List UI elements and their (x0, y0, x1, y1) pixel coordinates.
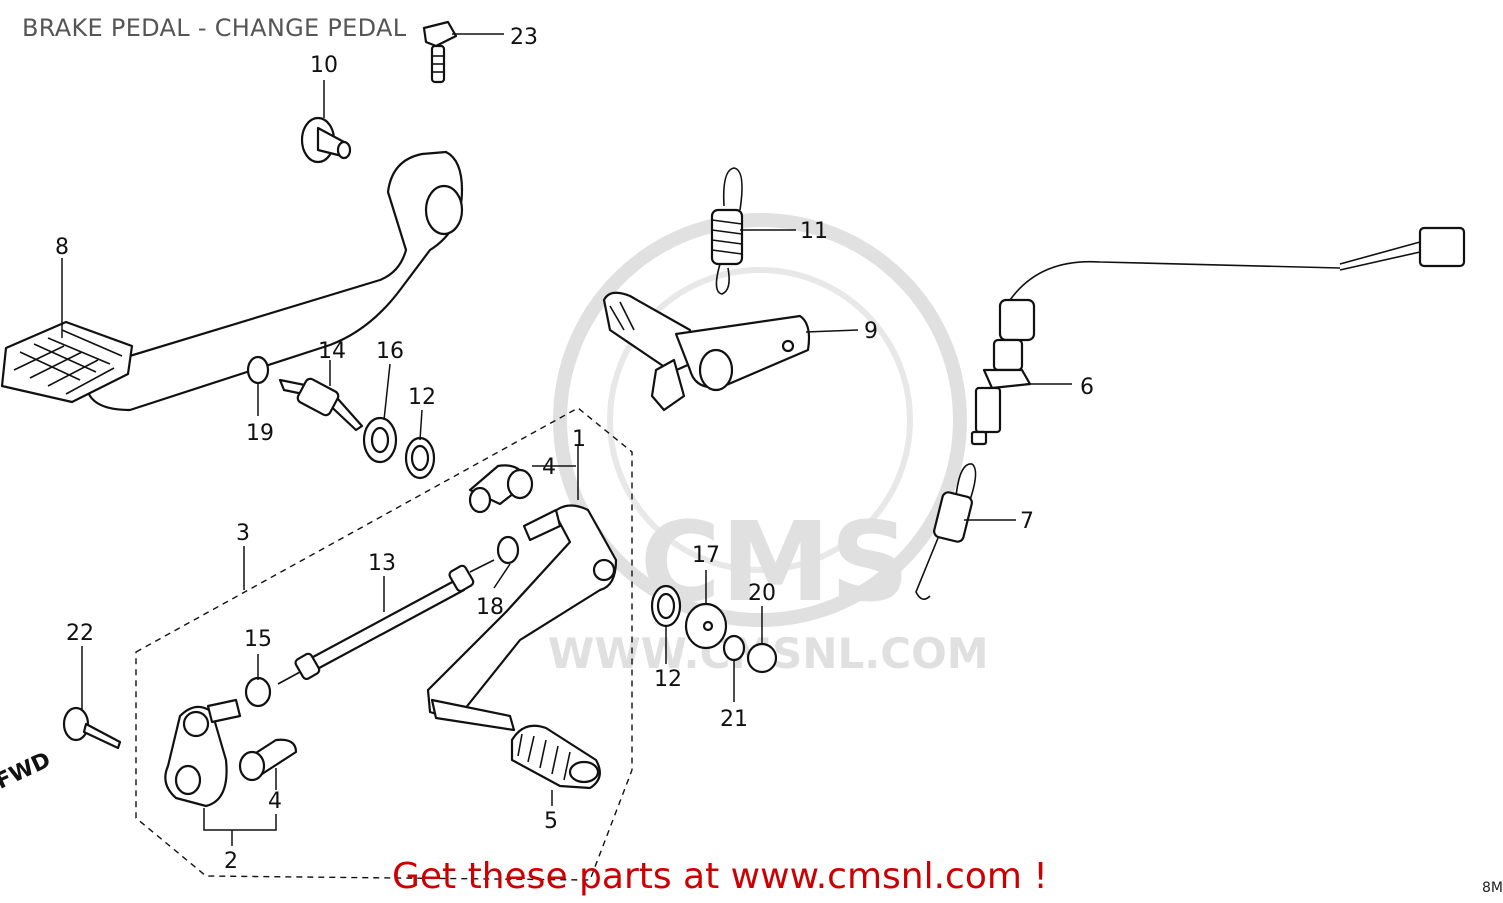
part-20-cap (746, 642, 778, 674)
part-12-washer-upper (404, 436, 436, 480)
part-1-change-pedal (426, 504, 618, 732)
page-title: BRAKE PEDAL - CHANGE PEDAL (22, 14, 407, 42)
callout-3: 3 (236, 521, 250, 546)
diagram-code: 8M (1482, 880, 1503, 896)
callout-11: 11 (800, 219, 828, 244)
part-22-bolt (62, 706, 122, 750)
callout-15: 15 (244, 627, 272, 652)
part-9-brake-arm (602, 291, 811, 412)
cms-watermark: CMS WWW.CMSNL.COM (548, 213, 989, 678)
callout-19: 19 (246, 421, 274, 446)
part-18-nut (496, 535, 520, 565)
part-4-joint-lower (238, 738, 298, 782)
part-8-brake-pedal (0, 150, 464, 412)
callout-7: 7 (1020, 509, 1034, 534)
callout-4-lower: 4 (268, 789, 282, 814)
part-21-washer (722, 634, 746, 662)
part-12-washer-lower (650, 584, 682, 628)
part-23-bolt (422, 20, 458, 84)
callout-1: 1 (572, 427, 586, 452)
leader-lines (61, 33, 1072, 846)
part-13-tie-rod (277, 559, 495, 685)
callout-10: 10 (310, 53, 338, 78)
part-16-collar (362, 416, 398, 464)
callout-23: 23 (510, 25, 538, 50)
part-14-pin (278, 377, 364, 432)
callout-21: 21 (720, 707, 748, 732)
part-11-spring (710, 167, 744, 295)
callout-12-lower: 12 (654, 667, 682, 692)
part-17-cushion (684, 602, 728, 650)
part-5-pedal-rubber (510, 724, 601, 790)
callout-8: 8 (55, 235, 69, 260)
callout-5: 5 (544, 809, 558, 834)
watermark-brand: CMS (640, 498, 909, 626)
callout-2: 2 (224, 849, 238, 874)
part-4-joint-upper (468, 464, 534, 514)
callout-17: 17 (692, 543, 720, 568)
callout-12-upper: 12 (408, 385, 436, 410)
callout-labels: 23 10 8 11 9 14 16 12 19 6 1 4 3 13 18 7… (55, 25, 1094, 874)
part-6-brake-switch (970, 226, 1466, 446)
callout-18: 18 (476, 595, 504, 620)
callout-14: 14 (318, 339, 346, 364)
part-15-nut (244, 676, 272, 708)
callout-9: 9 (864, 319, 878, 344)
part-2-shift-arm (164, 698, 242, 808)
callout-16: 16 (376, 339, 404, 364)
promo-banner[interactable]: Get these parts at www.cmsnl.com ! (392, 856, 1048, 897)
callout-4-upper: 4 (542, 455, 556, 480)
assembly-boundary (135, 407, 633, 881)
part-19-nut (246, 355, 270, 385)
part-10-pivot-bolt (300, 116, 352, 164)
callout-6: 6 (1080, 375, 1094, 400)
callout-20: 20 (748, 581, 776, 606)
callout-13: 13 (368, 551, 396, 576)
callout-22: 22 (66, 621, 94, 646)
